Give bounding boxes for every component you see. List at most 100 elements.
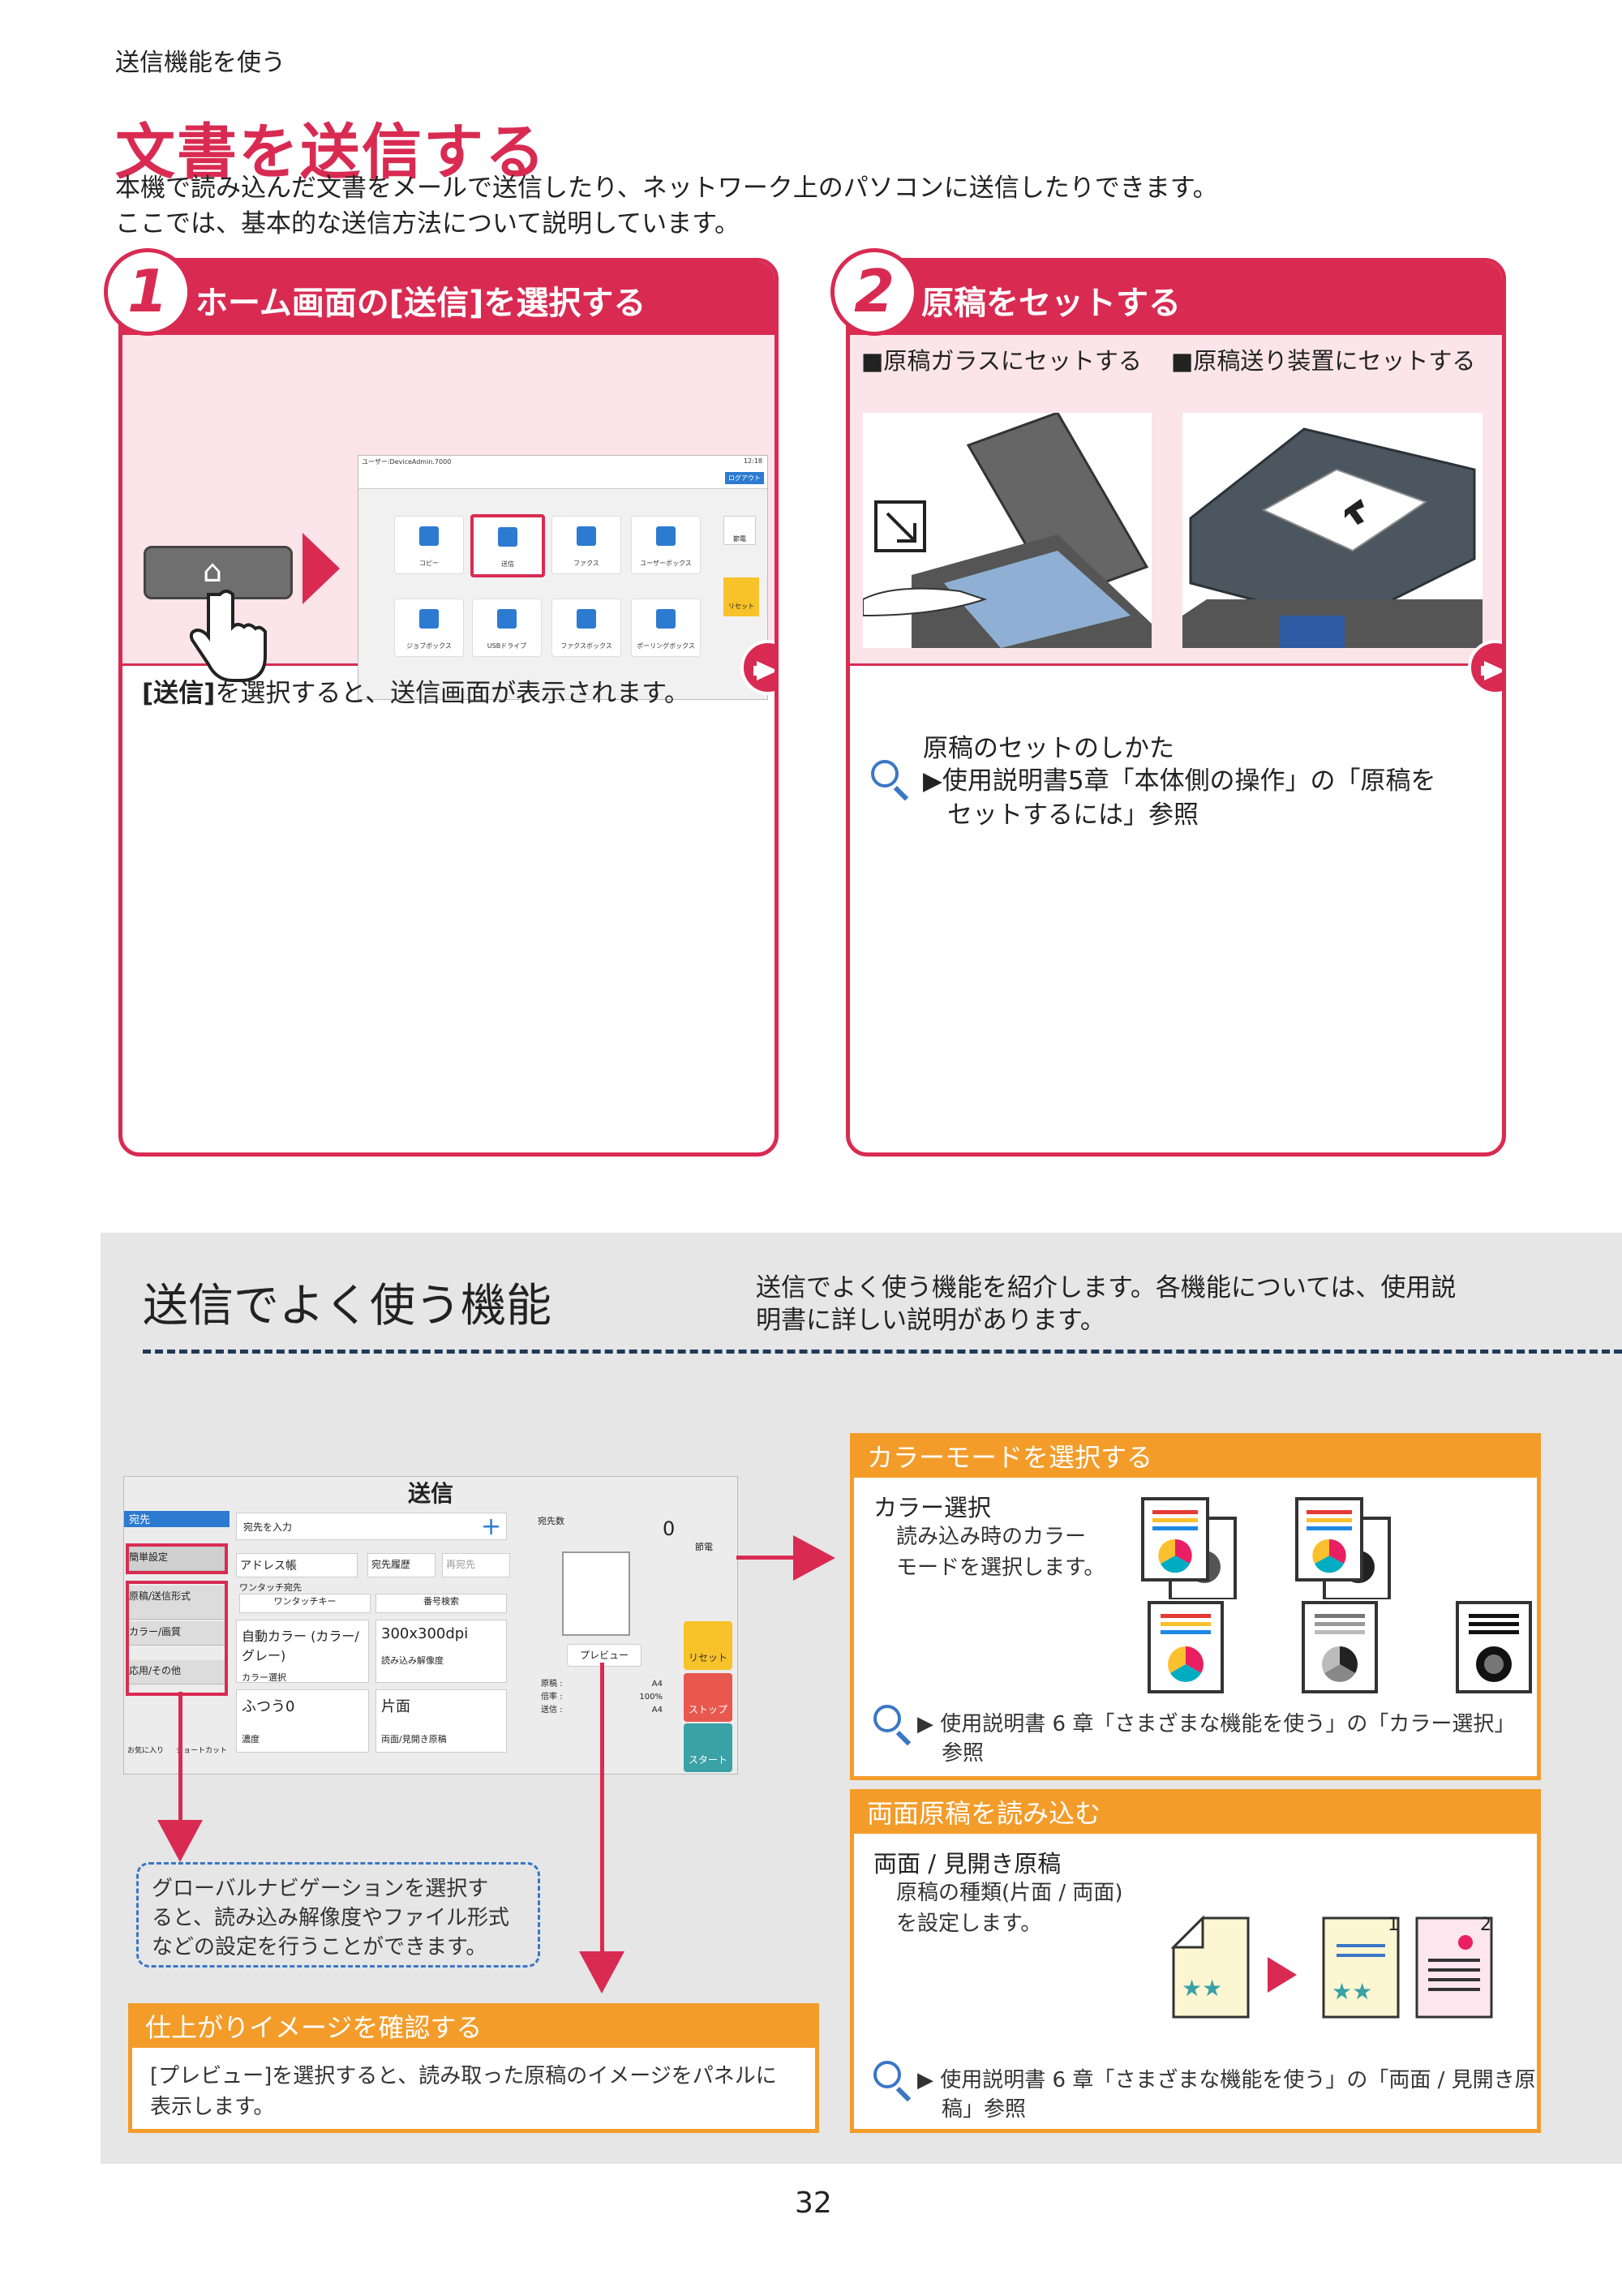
- svg-text:★★: ★★: [1332, 1978, 1372, 2005]
- ui-side-color: カラー/画質: [126, 1621, 226, 1646]
- ui-dest-count: 0: [663, 1517, 676, 1540]
- screen-reset-button: リセット: [723, 577, 759, 616]
- ui-dest-tab: 宛先: [124, 1511, 230, 1527]
- ui-address-book: アドレス帳: [236, 1553, 358, 1577]
- polling-box-icon: [656, 609, 676, 629]
- ui-history: 宛先履歴: [367, 1553, 436, 1577]
- monochrome-icon: [1456, 1601, 1532, 1693]
- auto-color-icon: [1141, 1497, 1237, 1599]
- pointing-hand-icon: [189, 590, 267, 682]
- tile-job-box: ジョブボックス: [394, 599, 464, 657]
- duplex-line-1: 原稿の種類(片面 / 両面): [896, 1881, 1123, 1905]
- features-desc-line-1: 送信でよく使う機能を紹介します。各機能については、使用説: [756, 1273, 1457, 1302]
- color-mode-ref-line-2: 参照: [942, 1741, 985, 1766]
- features-title: 送信でよく使う機能: [143, 1280, 551, 1333]
- page-front-icon: ★★: [1322, 1916, 1400, 2019]
- ui-density-label: 濃度: [242, 1734, 260, 1745]
- ui-dest-input: 宛先を入力: [236, 1513, 507, 1540]
- intro-line-1: 本機で読み込んだ文書をメールで送信したり、ネットワーク上のパソコンに送信したりで…: [115, 174, 1218, 203]
- tile-fax: ファクス: [551, 516, 621, 574]
- highlight-global-nav: [126, 1581, 228, 1696]
- screen-status-bar: ユーザー:DeviceAdmin.7000 12:18 ログアウト: [358, 456, 767, 489]
- color-mode-text: 読み込み時のカラー モードを選択します。: [896, 1521, 1105, 1583]
- ui-duplex-label: 両面/見開き原稿: [381, 1734, 447, 1745]
- step-1-number-badge: 1: [104, 248, 191, 336]
- ui-one-touch-label: ワンタッチ宛先: [239, 1582, 302, 1593]
- tile-polling-box: ポーリングボックス: [631, 599, 701, 657]
- job-box-icon: [419, 609, 439, 629]
- step-2-card: 原稿をセットする ■原稿ガラスにセットする ■原稿送り装置にセットする 原稿のセ…: [846, 258, 1506, 1157]
- preview-box-line-1: [プレビュー]を選択すると、読み取った原稿のイメージをパネルに: [150, 2064, 777, 2088]
- preview-box-line-2: 表示します。: [150, 2095, 275, 2119]
- fax-box-icon: [577, 609, 596, 629]
- option-feeder: ■原稿送り装置にセットする: [1171, 347, 1476, 375]
- platen-glass-image: [863, 413, 1152, 648]
- ui-info-row-3: 送信 : A4: [541, 1706, 663, 1714]
- tile-send: 送信: [470, 514, 545, 577]
- preview-box-text: [プレビュー]を選択すると、読み取った原稿のイメージをパネルに 表示します。: [150, 2061, 777, 2122]
- home-button: ⌂: [144, 546, 293, 599]
- duplex-box: 両面原稿を読み込む 両面 / 見開き原稿 原稿の種類(片面 / 両面) を設定し…: [850, 1789, 1541, 2133]
- duplex-sub: 両面 / 見開き原稿: [873, 1850, 1062, 1878]
- ui-favorites: お気に入り: [127, 1747, 165, 1755]
- duplex-text: 原稿の種類(片面 / 両面) を設定します。: [896, 1878, 1123, 1939]
- send-label-bold: [送信]: [142, 679, 216, 708]
- global-nav-note: グローバルナビゲーションを選択す ると、読み込み解像度やファイル形式 などの設定…: [136, 1862, 540, 1968]
- features-description: 送信でよく使う機能を紹介します。各機能については、使用説 明書に詳しい説明があり…: [756, 1272, 1456, 1337]
- duplex-ref: ▶ 使用説明書 6 章「さまざまな機能を使う」の「両面 / 見開き原 稿」参照: [917, 2066, 1536, 2124]
- ui-density-value: ふつう0: [242, 1698, 295, 1715]
- color-mode-ref: ▶ 使用説明書 6 章「さまざまな機能を使う」の「カラー選択」 参照: [917, 1710, 1515, 1768]
- step-1-description-rest: を選択すると、送信画面が表示されます。: [215, 679, 690, 708]
- magnifier-icon: [871, 760, 899, 788]
- tile-user-box: ユーザーボックス: [631, 516, 701, 574]
- plus-icon: +: [481, 1513, 502, 1541]
- color-mode-head: カラーモードを選択する: [854, 1437, 1537, 1478]
- duplex-original-icon: ★★: [1170, 1915, 1250, 2019]
- step-1-illustration: ⌂ ユーザー:DeviceAdmin.7000 12:18 ログアウト コピー …: [122, 335, 775, 700]
- color-mode-line-1: 読み込み時のカラー: [896, 1525, 1087, 1549]
- step-1-title: ホーム画面の[送信]を選択する: [195, 285, 646, 322]
- ui-density: ふつう0 濃度: [236, 1689, 369, 1753]
- features-desc-line-2: 明書に詳しい説明があります。: [756, 1306, 1105, 1335]
- duplex-ref-line-1: ▶ 使用説明書 6 章「さまざまな機能を使う」の「両面 / 見開き原: [917, 2068, 1536, 2092]
- step-1-header: ホーム画面の[送信]を選択する: [122, 262, 775, 335]
- document-feeder-image: [1182, 413, 1483, 648]
- copy-icon: [419, 526, 439, 546]
- ui-side-simple: 簡単設定: [126, 1547, 226, 1571]
- arrow-to-nav-line: [178, 1692, 182, 1822]
- ui-duplex-value: 片面: [381, 1698, 410, 1715]
- step-2-title: 原稿をセットする: [921, 285, 1181, 322]
- step-1-number-text: 1: [127, 257, 169, 325]
- arrow-to-color-line: [736, 1556, 795, 1560]
- arrow-right-icon: [303, 533, 340, 604]
- grayscale-icon: [1302, 1601, 1378, 1693]
- ui-preview-thumbnail: [562, 1551, 630, 1636]
- ui-resolution-value: 300x300dpi: [381, 1625, 469, 1642]
- step-1-card: ホーム画面の[送信]を選択する ⌂ ユーザー:DeviceAdmin.7000 …: [118, 258, 779, 1157]
- screen-logout: ログアウト: [725, 472, 764, 484]
- ui-preview-button: プレビュー: [567, 1644, 642, 1667]
- duplex-ref-line-2: 稿」参照: [942, 2097, 1027, 2122]
- full-color-icon: [1148, 1601, 1224, 1693]
- folder-icon: [656, 526, 676, 546]
- intro-text: 本機で読み込んだ文書をメールで送信したり、ネットワーク上のパソコンに送信したりで…: [115, 170, 1218, 242]
- step-2-illustration: ■原稿ガラスにセットする ■原稿送り装置にセットする: [850, 335, 1502, 666]
- step-2-number-text: 2: [853, 257, 895, 325]
- tile-fax-box: ファクスボックス: [551, 599, 621, 657]
- duplex-arrow-icon: [1268, 1957, 1297, 1993]
- highlight-simple: [126, 1543, 228, 1574]
- ui-side-format: 原稿/送信形式: [126, 1586, 226, 1620]
- arrow-to-nav-head: [157, 1820, 203, 1862]
- ui-info-rows: 原稿 : A4 倍率 : 100% 送信 : A4: [541, 1678, 663, 1717]
- tile-usb: USBドライブ: [472, 599, 542, 657]
- color-mode-sub: カラー選択: [873, 1494, 992, 1521]
- ui-stop-button: ストップ: [684, 1673, 732, 1722]
- ui-one-touch-key: ワンタッチキー: [239, 1594, 371, 1613]
- ui-info-row-2: 倍率 : 100%: [541, 1693, 663, 1702]
- ui-reset-button: リセット: [684, 1621, 732, 1670]
- page-2-label: 2: [1480, 1915, 1491, 1935]
- usb-icon: [497, 609, 517, 629]
- arrow-to-preview-line: [600, 1663, 604, 1955]
- preview-box: 仕上がりイメージを確認する [プレビュー]を選択すると、読み取った原稿のイメージ…: [128, 2003, 819, 2133]
- svg-text:★★: ★★: [1182, 1975, 1222, 2002]
